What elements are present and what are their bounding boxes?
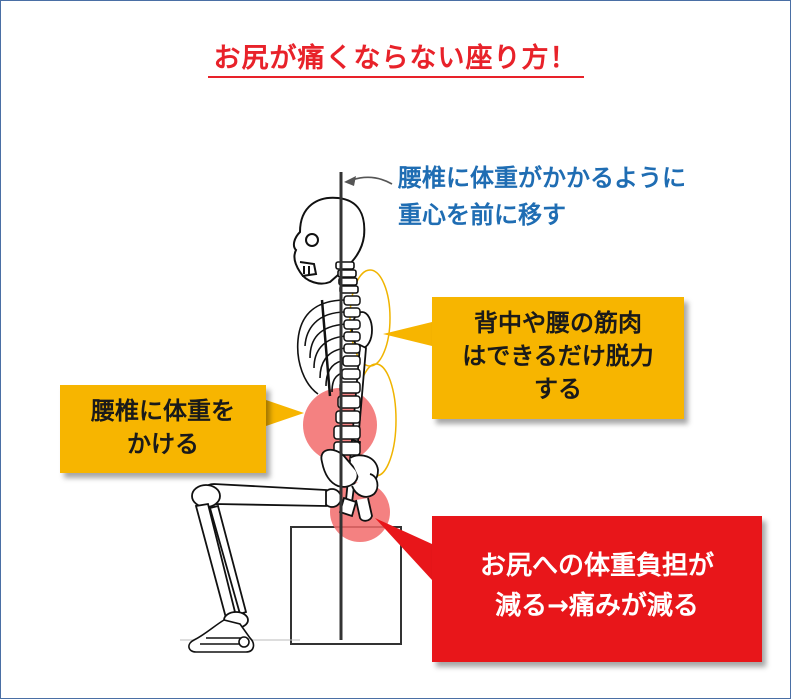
- chair-box: [290, 526, 402, 645]
- note-line-2: 重心を前に移す: [398, 201, 566, 229]
- title-text: お尻が痛くならない座り方！: [207, 36, 584, 78]
- note-arrowhead: [344, 176, 356, 186]
- muscle-line-3: する: [534, 375, 582, 403]
- center-of-gravity-note: 腰椎に体重がかかるように 重心を前に移す: [398, 160, 686, 234]
- rib-cage: [296, 299, 347, 397]
- result-callout-pointer: [375, 518, 432, 580]
- diagram-title: お尻が痛くならない座り方！: [0, 36, 791, 78]
- lumbar-line-2: かける: [127, 430, 199, 458]
- note-line-1: 腰椎に体重がかかるように: [398, 164, 686, 192]
- muscle-line-1: 背中や腰の筋肉: [474, 309, 642, 337]
- muscle-relax-callout: 背中や腰の筋肉 はできるだけ脱力 する: [432, 297, 684, 419]
- muscle-callout-pointer: [383, 322, 432, 346]
- result-line-1: お尻への体重負担が: [479, 551, 714, 581]
- result-line-2: 減る→痛みが減る: [495, 591, 699, 621]
- lumbar-line-1: 腰椎に体重を: [91, 397, 235, 425]
- result-callout: お尻への体重負担が 減る→痛みが減る: [432, 516, 762, 662]
- pelvis: [320, 448, 379, 522]
- lumbar-weight-callout: 腰椎に体重を かける: [60, 385, 266, 473]
- lower-leg-bones: [194, 502, 249, 629]
- lumbar-callout-pointer: [266, 400, 304, 426]
- muscle-line-2: はできるだけ脱力: [462, 342, 654, 370]
- femur: [191, 483, 342, 508]
- lumbar-spine: [333, 295, 361, 456]
- cervical-spine: [335, 261, 359, 294]
- note-arrow: [351, 176, 393, 185]
- foot-bones: [188, 619, 255, 653]
